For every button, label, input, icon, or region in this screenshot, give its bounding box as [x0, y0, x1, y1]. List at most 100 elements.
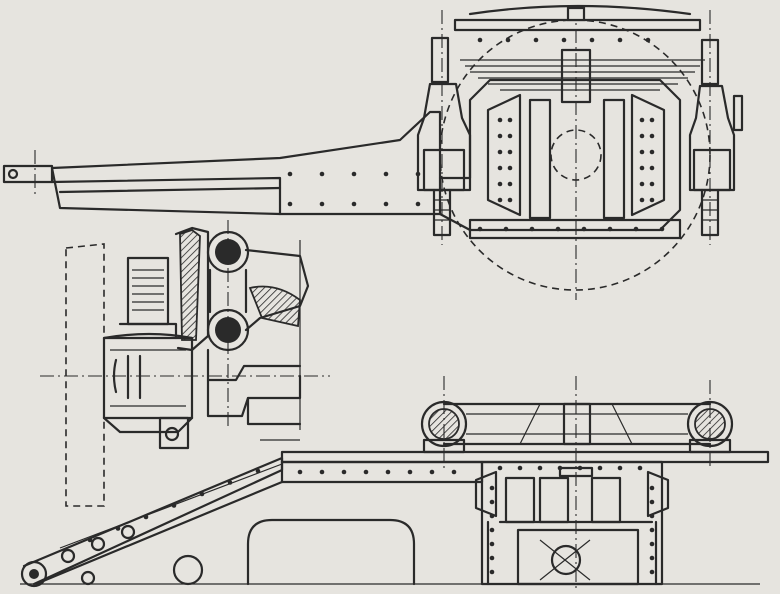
bolster-rivets [477, 37, 665, 232]
rivet [477, 37, 483, 43]
bracket-casting [174, 226, 310, 441]
rivet [649, 485, 655, 491]
rivet [383, 201, 389, 207]
rivet [639, 149, 645, 155]
rivet [649, 541, 655, 547]
rivet [533, 37, 539, 43]
rivet [489, 569, 495, 575]
rivet [649, 555, 655, 561]
rivet [507, 149, 513, 155]
rivet [649, 513, 655, 519]
bolster-frame [438, 78, 682, 240]
rivet [617, 465, 623, 471]
beam-rivets [87, 468, 457, 543]
rivet [385, 469, 391, 475]
rivet [319, 469, 325, 475]
rivet [649, 165, 655, 171]
rivet [319, 171, 325, 177]
rivet [581, 226, 587, 232]
plan-view [2, 4, 744, 300]
spring-hanger-left [416, 10, 472, 245]
rivet [537, 465, 543, 471]
inclined-drawbar [20, 456, 284, 588]
pivot-housing [474, 460, 670, 586]
rivet [497, 165, 503, 171]
rivet [557, 465, 563, 471]
rivet [287, 171, 293, 177]
rivet [517, 465, 523, 471]
rivet [645, 37, 651, 43]
rivet [649, 117, 655, 123]
rivet [639, 181, 645, 187]
rivet [297, 469, 303, 475]
rivet [507, 197, 513, 203]
elevation-spring [420, 376, 734, 590]
leaf-spring [453, 4, 705, 104]
main-beam [246, 450, 770, 586]
rivet [489, 541, 495, 547]
housing-rivets [489, 465, 655, 575]
rivet [171, 503, 177, 508]
rivet [497, 197, 503, 203]
rivet [143, 514, 149, 520]
axle-box [102, 256, 194, 450]
rivet [497, 181, 503, 187]
rivet [607, 226, 613, 232]
rivet [497, 117, 503, 123]
rivet [639, 117, 645, 123]
rivet [451, 469, 457, 475]
rivet [639, 197, 645, 203]
rivet [489, 513, 495, 519]
rivet [649, 569, 655, 575]
rivet [489, 555, 495, 561]
rivet [255, 468, 261, 474]
rivet [507, 165, 513, 171]
rivet [503, 226, 509, 232]
arm-rivets [287, 171, 421, 207]
rivet [649, 527, 655, 533]
rivet [351, 201, 357, 207]
rivet [649, 181, 655, 187]
rivet [659, 226, 665, 232]
rivet [529, 226, 535, 232]
rivet [649, 149, 655, 155]
rivet [577, 465, 583, 471]
rivet [115, 526, 121, 531]
rivet [555, 226, 561, 232]
rivet [87, 537, 93, 543]
rivet [597, 465, 603, 471]
rivet [505, 37, 511, 43]
rivet [649, 133, 655, 139]
cross-section-view [40, 220, 330, 507]
rivet [639, 133, 645, 139]
tapered-arm [2, 110, 442, 216]
rivet [429, 469, 435, 475]
rivet [341, 469, 347, 475]
wheel-outline-dashed [65, 243, 105, 507]
lower-pivot [206, 308, 250, 352]
rivet [649, 499, 655, 505]
rivet [383, 171, 389, 177]
rivet [199, 491, 205, 497]
rivet [351, 171, 357, 177]
rivet [507, 181, 513, 187]
rivet [633, 226, 639, 232]
side-elevation [20, 376, 770, 590]
rivet [589, 37, 595, 43]
rivet [227, 480, 233, 485]
rivet [489, 499, 495, 505]
rivet [497, 149, 503, 155]
rivet [477, 226, 483, 232]
rivet [407, 469, 413, 475]
center-pin-circle [550, 129, 602, 181]
rivet [497, 465, 503, 471]
rivet [489, 485, 495, 491]
rivet [363, 469, 369, 475]
rivet [561, 37, 567, 43]
rivet [489, 527, 495, 533]
rivet [507, 117, 513, 123]
rivet [639, 165, 645, 171]
rivet [287, 201, 293, 207]
rivet [617, 37, 623, 43]
